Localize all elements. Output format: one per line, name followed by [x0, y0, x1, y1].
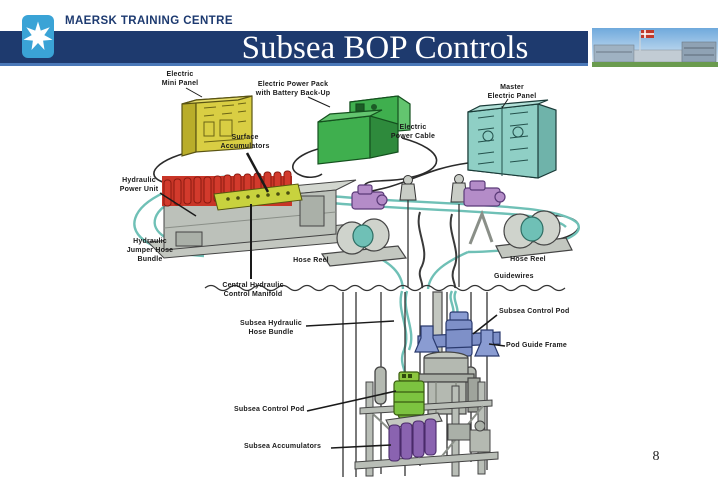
label-central-hydraulic-control-manifold: Central Hydraulic Control Manifold: [222, 282, 284, 299]
label-subsea-accumulators: Subsea Accumulators: [244, 443, 322, 450]
pod-guide-funnel-right: [474, 329, 500, 357]
title-bar: [0, 31, 588, 66]
umbilical-winches-graphic: [351, 180, 506, 210]
label-subsea-control-pod-lower: Subsea Control Pod: [234, 406, 305, 413]
deployment-wires-graphic: [417, 211, 458, 289]
electric-mini-panel-graphic: [181, 95, 253, 157]
label-subsea-hydraulic-hose-bundle: Subsea Hydraulic Hose Bundle: [240, 320, 302, 337]
label-subsea-control-pod-upper: Subsea Control Pod: [499, 308, 570, 315]
building-photo: [592, 28, 718, 67]
hose-reel-left-graphic: [320, 218, 408, 267]
subsea-control-pod-upper-graphic: [414, 311, 501, 357]
hose-reel-right-graphic: [468, 209, 573, 259]
maersk-logo: [22, 15, 54, 58]
bop-guide-frame-graphic: [354, 381, 499, 477]
label-guidewires: Guidewires: [494, 273, 534, 280]
label-master-electric-panel: Master Electric Panel: [487, 84, 537, 101]
label-leader-lines: [159, 87, 509, 449]
subsea-accumulators-graphic: [385, 412, 443, 462]
page-title: Subsea BOP Controls: [241, 30, 529, 66]
page-number: 8: [652, 449, 660, 464]
label-electric-power-cable: Electric Power Cable: [390, 124, 436, 141]
master-electric-panel-graphic: [467, 99, 557, 179]
label-hydraulic-power-unit: Hydraulic Power Unit: [119, 177, 159, 194]
maersk-star-icon: [23, 21, 53, 50]
label-pod-guide-frame: Pod Guide Frame: [506, 342, 567, 349]
central-hydraulic-control-manifold-graphic: [213, 183, 303, 211]
hydraulic-power-unit-graphic: [146, 170, 370, 259]
label-surface-accumulators: Surface Accumulators: [220, 134, 270, 151]
guidewire-sheaves-graphic: [399, 174, 468, 203]
electric-power-pack-graphic: [317, 95, 411, 165]
label-electric-mini-panel: Electric Mini Panel: [161, 71, 199, 88]
sea-surface-line: [204, 284, 566, 292]
label-hose-reel-left: Hose Reel: [293, 257, 329, 264]
label-electric-power-pack: Electric Power Pack with Battery Back-Up: [255, 81, 331, 98]
danish-flag-icon: [641, 30, 654, 38]
brand-text: MAERSK TRAINING CENTRE: [65, 15, 233, 27]
label-hose-reel-right: Hose Reel: [510, 256, 546, 263]
label-hydraulic-jumper-hose-bundle: Hydraulic Jumper Hose Bundle: [126, 238, 174, 264]
